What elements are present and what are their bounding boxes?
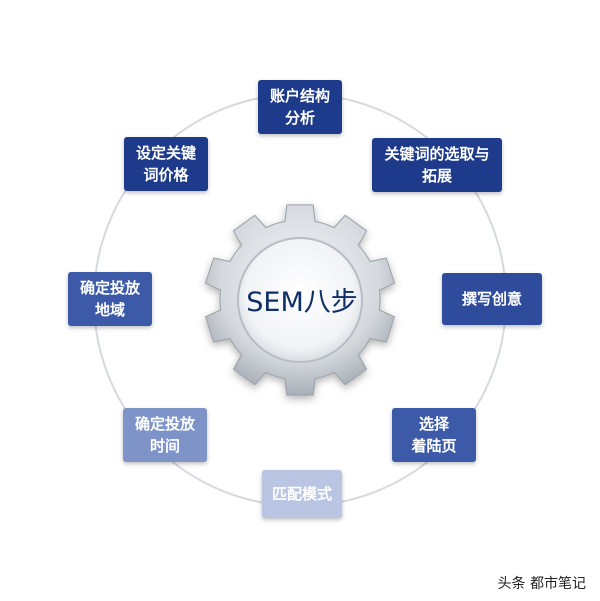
step-label: 选择 着陆页 bbox=[411, 415, 457, 455]
step-set-delivery-region: 确定投放 地域 bbox=[68, 272, 152, 326]
step-label: 确定投放 地域 bbox=[79, 279, 140, 319]
step-set-delivery-time: 确定投放 时间 bbox=[123, 408, 207, 462]
step-set-keyword-price: 设定关键 词价格 bbox=[124, 137, 208, 191]
step-write-creative: 撰写创意 bbox=[442, 273, 542, 325]
gear-icon bbox=[204, 204, 396, 396]
step-label: 设定关键 词价格 bbox=[135, 144, 196, 184]
step-account-structure-analysis: 账户结构 分析 bbox=[258, 80, 342, 134]
center-title: SEM八步 bbox=[246, 286, 358, 318]
step-choose-landing-page: 选择 着陆页 bbox=[392, 408, 476, 462]
step-label: 关键词的选取与 拓展 bbox=[384, 145, 490, 185]
step-label: 撰写创意 bbox=[461, 290, 522, 308]
step-match-type: 匹配模式 bbox=[262, 470, 342, 518]
watermark-text: 头条 都市笔记 bbox=[497, 576, 586, 592]
step-keyword-selection-expansion: 关键词的选取与 拓展 bbox=[372, 138, 502, 192]
watermark: 头条 都市笔记 bbox=[498, 573, 586, 593]
step-label: 账户结构 分析 bbox=[269, 87, 330, 127]
step-label: 确定投放 时间 bbox=[134, 415, 195, 455]
step-label: 匹配模式 bbox=[271, 485, 332, 503]
